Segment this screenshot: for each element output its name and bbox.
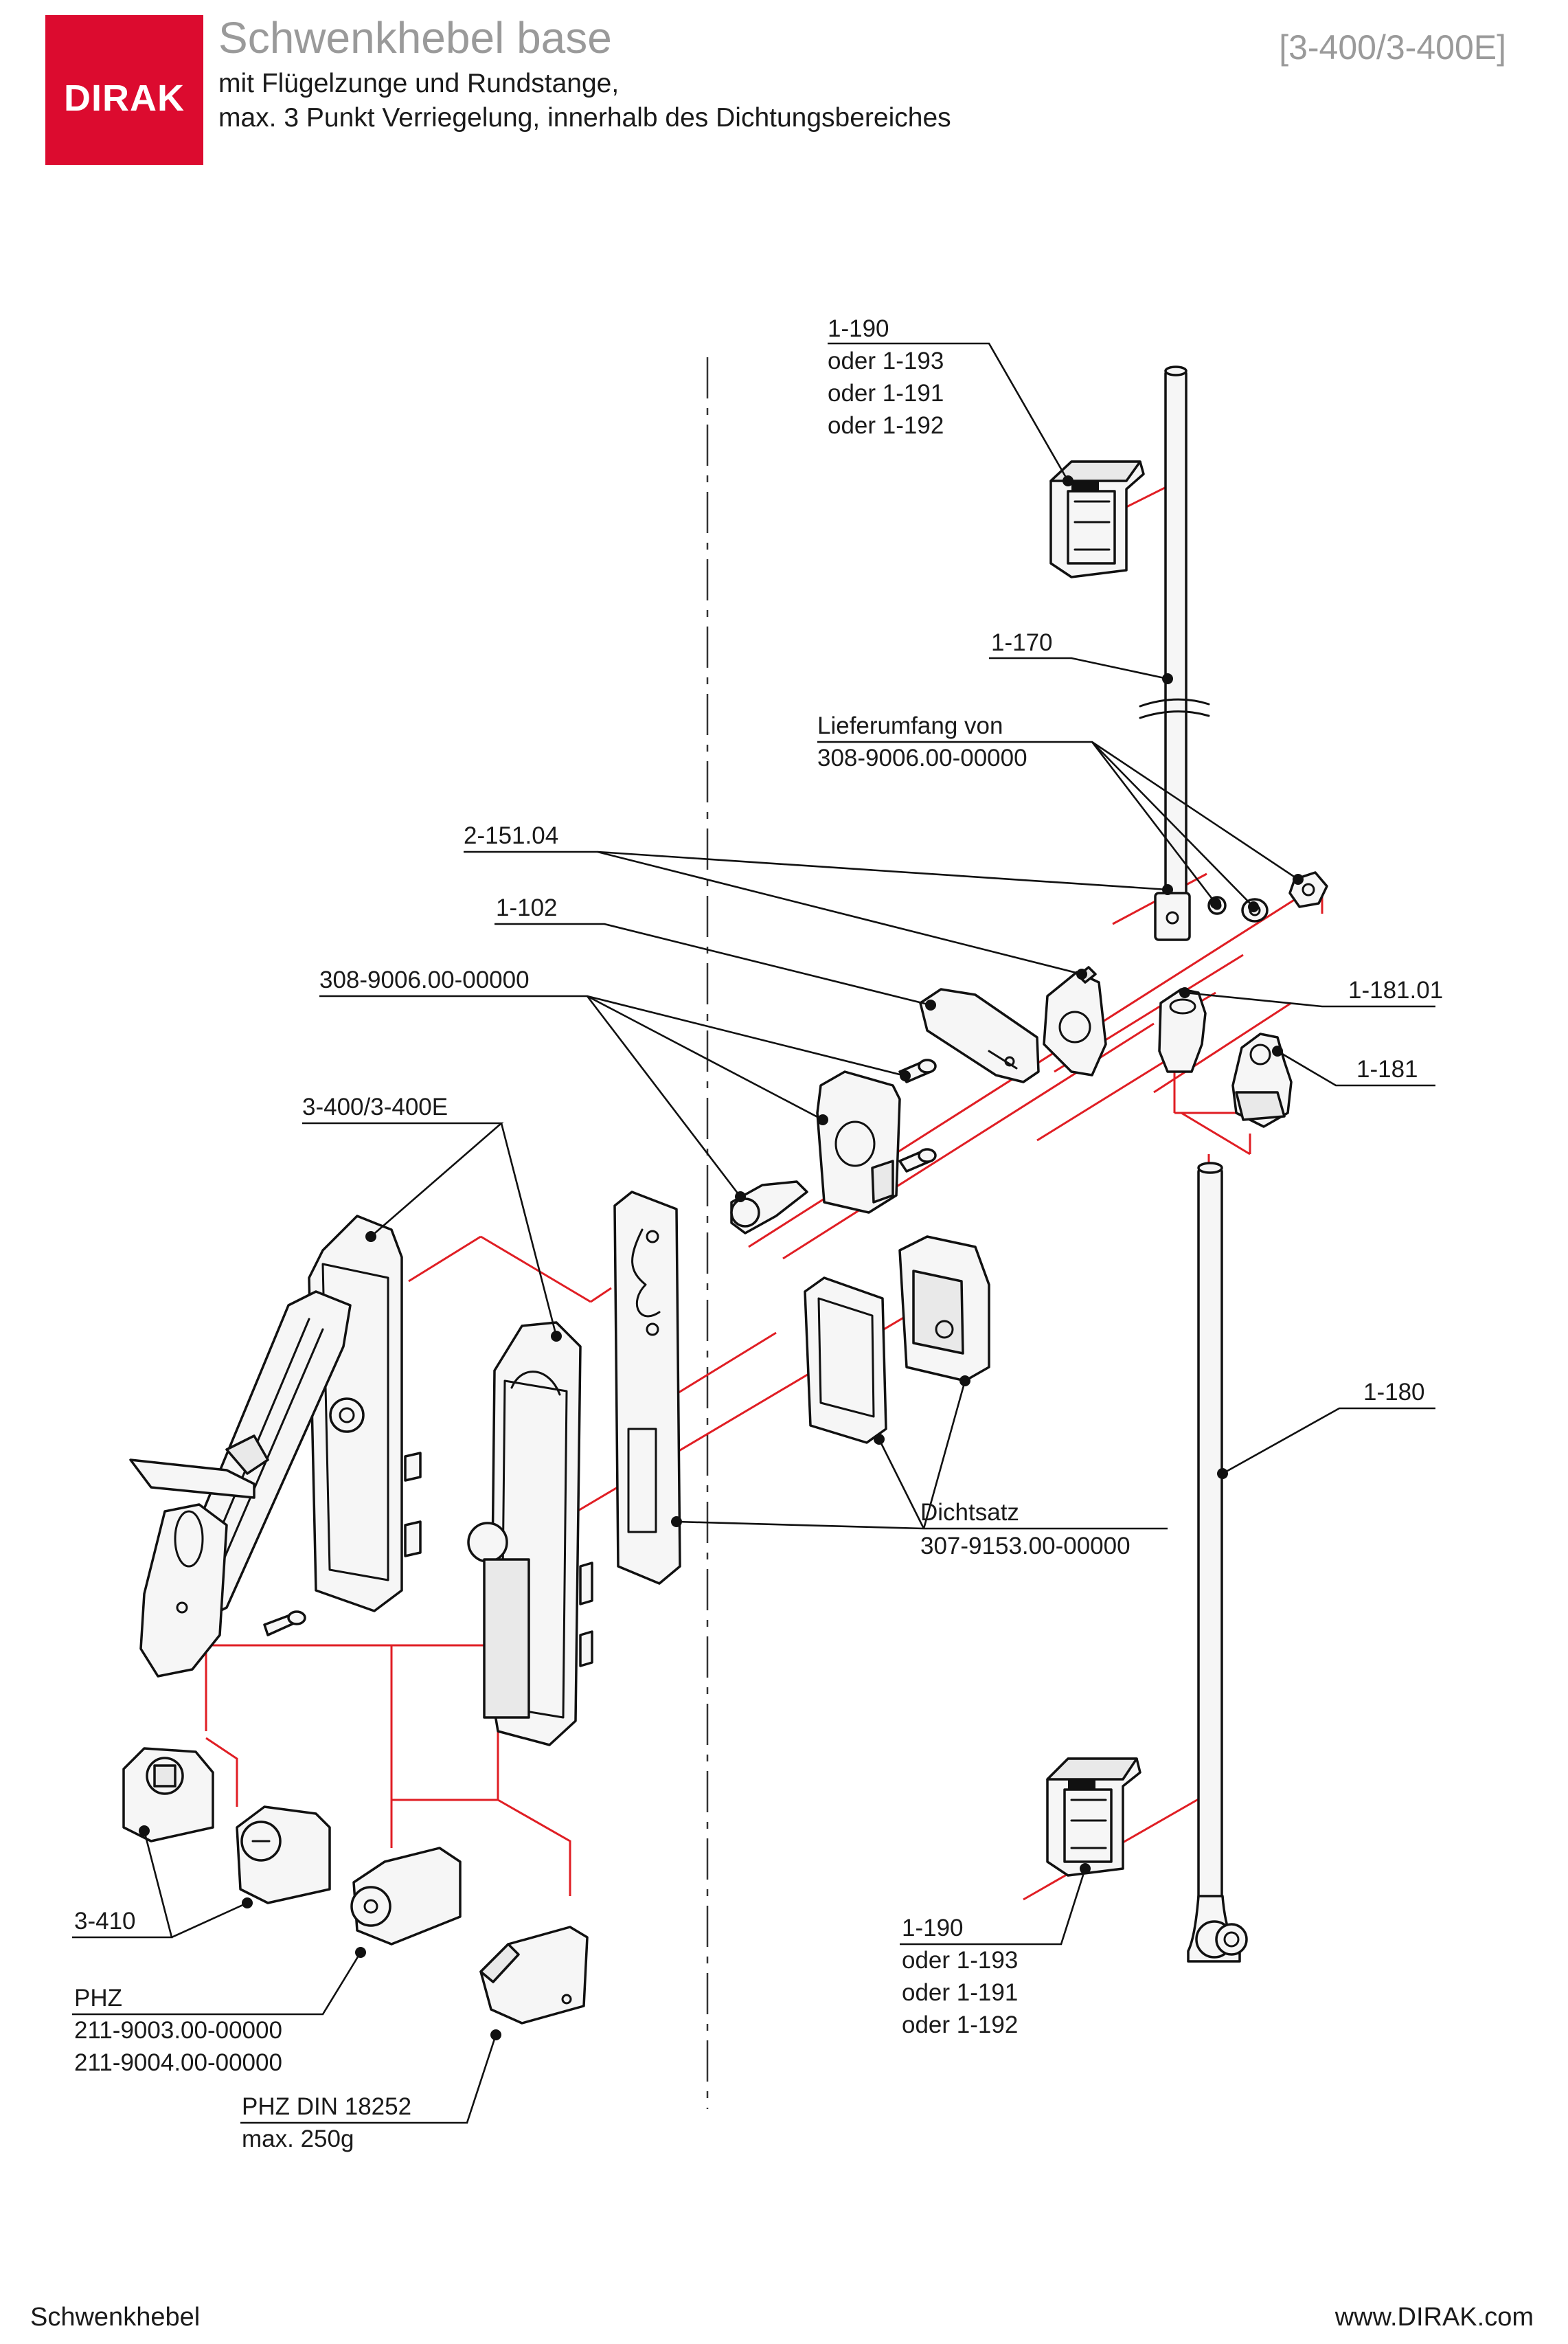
dirak-logo: DIRAK xyxy=(45,15,203,165)
page-title: Schwenkhebel base xyxy=(218,13,612,63)
label-phz-din-1: PHZ DIN 18252 xyxy=(242,2093,411,2120)
mounting-plate xyxy=(613,1191,681,1585)
label-dichtsatz-2: 307-9153.00-00000 xyxy=(920,1533,1130,1559)
small-screw xyxy=(263,1610,306,1636)
seal-box xyxy=(898,1235,990,1382)
bracket-1-181-01 xyxy=(1158,988,1207,1073)
label-2-151-04: 2-151.04 xyxy=(464,822,558,849)
subtitle-line-1: mit Flügelzunge und Rundstange, xyxy=(218,69,620,98)
label-1-181-01: 1-181.01 xyxy=(1348,977,1443,1004)
rod-guide-top xyxy=(1049,460,1145,578)
rod-guide-bottom xyxy=(1046,1757,1141,1877)
label-1-180: 1-180 xyxy=(1363,1379,1425,1406)
footer-website-link[interactable]: www.DIRAK.com xyxy=(1334,2303,1534,2332)
label-1-181: 1-181 xyxy=(1356,1056,1418,1083)
phz-din-cylinder xyxy=(479,1926,589,2025)
label-top-190-1: 1-190 xyxy=(828,315,889,342)
seal-frame xyxy=(804,1276,887,1444)
label-phz-2: 211-9003.00-00000 xyxy=(74,2017,282,2044)
cam-2-151-04 xyxy=(1043,966,1107,1077)
footer-category: Schwenkhebel xyxy=(30,2303,201,2332)
label-308-9006: 308-9006.00-00000 xyxy=(319,967,530,993)
tongue-1-102 xyxy=(919,988,1040,1083)
part-labels: 1-190 oder 1-193 oder 1-191 oder 1-192 1… xyxy=(74,315,1443,2152)
label-3-410: 3-410 xyxy=(74,1908,136,1935)
phz-cylinder xyxy=(350,1847,462,1946)
handle-closed xyxy=(467,1321,593,1746)
label-bottom-190-4: oder 1-192 xyxy=(902,2011,1018,2038)
rod-1-170 xyxy=(1139,365,1210,941)
label-dichtsatz-1: Dichtsatz xyxy=(920,1499,1019,1526)
label-bottom-190-2: oder 1-193 xyxy=(902,1947,1018,1974)
label-top-190-4: oder 1-192 xyxy=(828,412,944,439)
label-rod-170: 1-170 xyxy=(991,629,1053,656)
label-top-190-2: oder 1-193 xyxy=(828,348,944,374)
product-code: [3-400/3-400E] xyxy=(1279,28,1506,67)
label-phz-din-2: max. 250g xyxy=(242,2126,354,2152)
label-top-190-3: oder 1-191 xyxy=(828,380,944,407)
bearing-housing xyxy=(816,1070,901,1214)
rod-1-180 xyxy=(1187,1162,1248,1963)
label-bottom-190-1: 1-190 xyxy=(902,1915,964,1941)
label-phz-3: 211-9004.00-00000 xyxy=(74,2049,282,2076)
label-lieferumfang-1: Lieferumfang von xyxy=(817,712,1003,739)
lock-3-410-b xyxy=(236,1805,331,1904)
label-bottom-190-3: oder 1-191 xyxy=(902,1979,1018,2006)
label-phz-1: PHZ xyxy=(74,1985,122,2011)
leader-lines xyxy=(72,342,1435,2124)
spindle xyxy=(730,1180,808,1235)
label-lieferumfang-2: 308-9006.00-00000 xyxy=(817,745,1027,771)
label-1-102: 1-102 xyxy=(496,894,558,921)
label-3-400: 3-400/3-400E xyxy=(302,1094,448,1120)
assembly-lines xyxy=(205,477,1323,1901)
subtitle-line-2: max. 3 Punkt Verriegelung, innerhalb des… xyxy=(218,103,951,133)
handle-open xyxy=(129,1215,422,1678)
logo-text: DIRAK xyxy=(64,78,185,119)
bracket-1-181 xyxy=(1231,1033,1293,1128)
lock-3-410-a xyxy=(122,1747,214,1842)
